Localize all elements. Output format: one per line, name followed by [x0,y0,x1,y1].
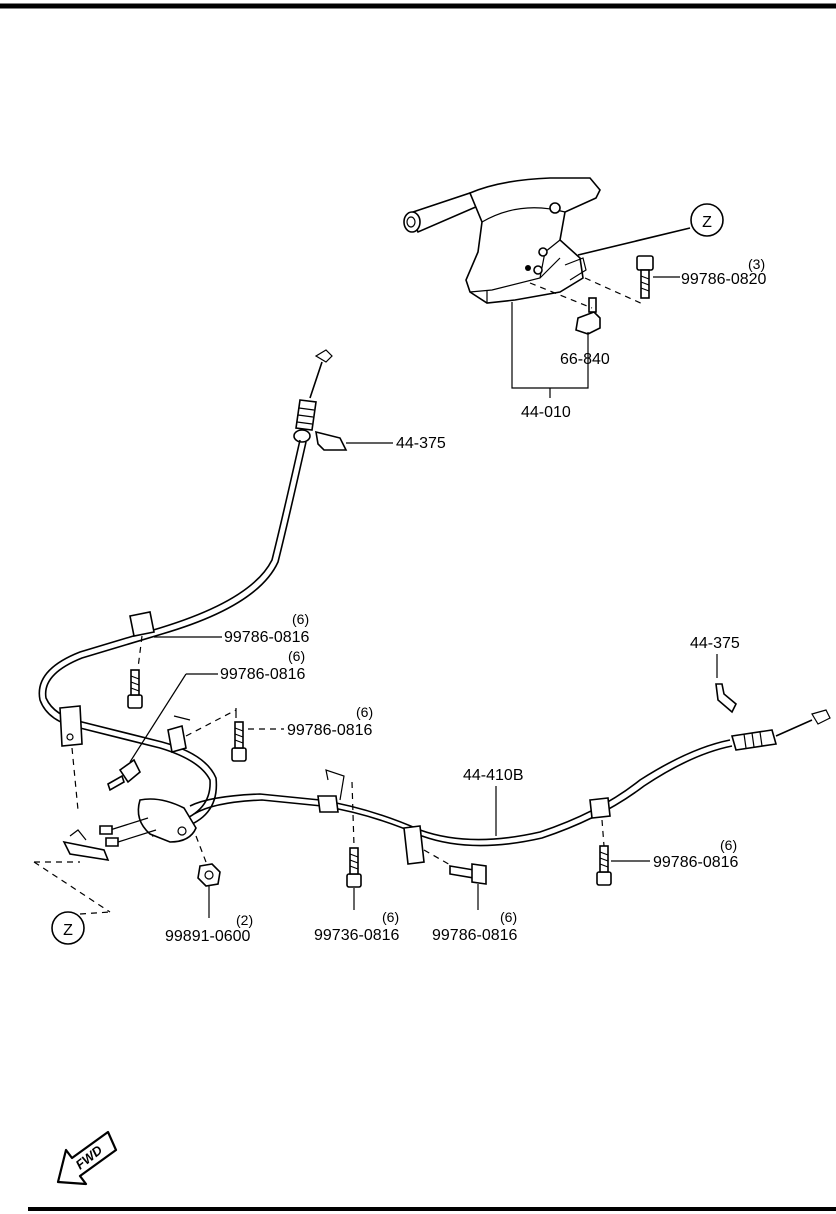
equalizer-bracket [99,798,197,847]
nut-qty: (2) [236,912,253,928]
bolt-a [127,636,222,709]
rear-cable-clip [715,654,737,714]
front-clip-label: 44-375 [396,435,446,452]
fwd-arrow-icon: FWD [56,1130,118,1186]
bolt-f-qty: (6) [500,909,517,925]
ref-circle-top: Z [690,203,724,237]
rear-cable [167,708,831,867]
ref-bottom-label: Z [63,922,73,939]
bolt-a-label: 99786-0816 [224,629,310,646]
lever-assembly-label: 44-010 [521,404,571,421]
bolt-e [346,847,362,910]
nut-label: 99891-0600 [165,928,251,945]
bolt-e-label: 99736-0816 [314,927,400,944]
bolt-d [596,845,650,886]
bolt-c-label: 99786-0816 [287,722,373,739]
bolt-d-qty: (6) [720,837,737,853]
ref-top-label: Z [702,214,712,231]
front-cable-clip [315,430,393,451]
bolt-e-qty: (6) [382,909,399,925]
bolt-lever-qty: (3) [748,256,765,272]
ref-detail-bottom: Z [33,829,111,945]
rear-cable-label: 44-410B [463,767,524,784]
bolt-f [449,863,487,910]
bolt-d-label: 99786-0816 [653,854,739,871]
rear-clip-label: 44-375 [690,635,740,652]
bolt-b-qty: (6) [288,648,305,664]
brake-lever-assembly [403,177,691,304]
bolt-c-qty: (6) [356,704,373,720]
lever-bolt [584,255,654,306]
nut [195,835,221,918]
bolt-lever-label: 99786-0820 [681,271,767,288]
bolt-f-label: 99786-0816 [432,927,518,944]
bolt-b-label: 99786-0816 [220,666,306,683]
bolt-b [107,673,218,792]
front-cable [38,349,333,837]
brake-switch [529,282,601,335]
switch-label: 66-840 [560,351,610,368]
bolt-c [231,721,284,762]
bolt-a-qty: (6) [292,611,309,627]
